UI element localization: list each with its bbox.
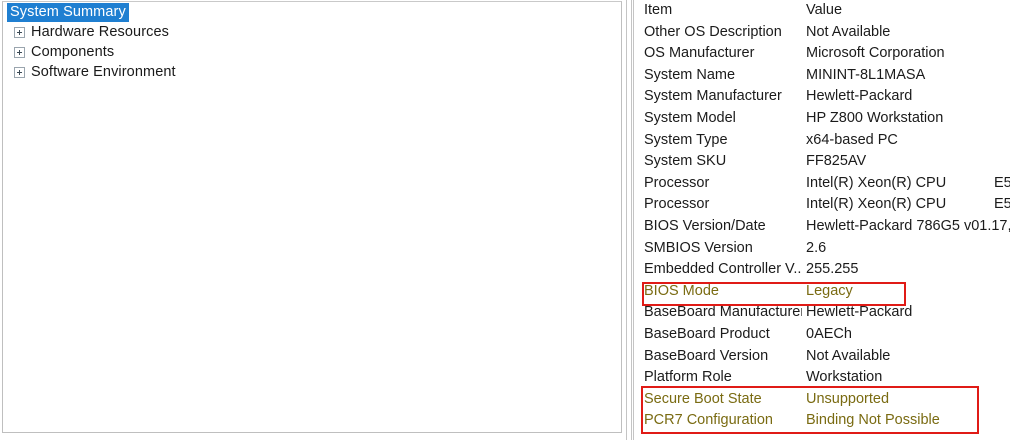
table-row[interactable]: OS Manufacturer Microsoft Corporation xyxy=(638,43,1010,65)
table-row[interactable]: BIOS Version/Date Hewlett-Packard 786G5 … xyxy=(638,216,1010,238)
row-item: Processor xyxy=(644,196,710,213)
tree-item-system-summary[interactable]: System Summary xyxy=(3,2,621,22)
table-row[interactable]: System Name MININT-8L1MASA xyxy=(638,65,1010,87)
tree-item-components[interactable]: Components xyxy=(3,42,621,62)
plus-box-icon[interactable] xyxy=(14,66,25,78)
table-row[interactable]: SMBIOS Version 2.6 xyxy=(638,238,1010,260)
tree-item-software-environment[interactable]: Software Environment xyxy=(3,62,621,82)
tree-item-hardware-resources[interactable]: Hardware Resources xyxy=(3,22,621,42)
row-value: Binding Not Possible xyxy=(806,412,940,429)
tree-item-label: Components xyxy=(31,44,115,60)
row-item: SMBIOS Version xyxy=(644,239,753,256)
table-row[interactable]: System Manufacturer Hewlett-Packard xyxy=(638,86,1010,108)
table-row[interactable]: BaseBoard Product 0AECh xyxy=(638,324,1010,346)
list-header-row: Item Value xyxy=(638,0,1010,22)
row-value: MININT-8L1MASA xyxy=(806,66,926,83)
row-item: BaseBoard Product xyxy=(644,325,770,342)
table-row[interactable]: System SKU FF825AV xyxy=(638,151,1010,173)
row-item: Processor xyxy=(644,174,710,191)
table-row-secure-boot-state[interactable]: Secure Boot State Unsupported xyxy=(638,389,1010,411)
row-value: Workstation xyxy=(806,369,883,386)
row-value: Hewlett-Packard xyxy=(806,88,913,105)
pane-splitter[interactable] xyxy=(626,0,638,440)
row-value-model: E5506 xyxy=(994,196,1010,213)
table-row[interactable]: System Type x64-based PC xyxy=(638,130,1010,152)
row-value: Legacy xyxy=(806,282,853,299)
splitter-line xyxy=(633,0,634,440)
plus-box-icon[interactable] xyxy=(14,46,25,58)
navigation-tree-pane[interactable]: System Summary Hardware Resources Compon… xyxy=(2,1,622,433)
table-row[interactable]: Processor Intel(R) Xeon(R) CPU E5506 xyxy=(638,194,1010,216)
row-item: Platform Role xyxy=(644,369,732,386)
system-summary-detail-list[interactable]: Item Value Other OS Description Not Avai… xyxy=(638,0,1010,440)
table-row[interactable]: System Model HP Z800 Workstation xyxy=(638,108,1010,130)
row-value: Not Available xyxy=(806,347,891,364)
tree-item-label: Hardware Resources xyxy=(31,24,169,40)
row-item: System Model xyxy=(644,109,736,126)
table-row[interactable]: Embedded Controller V... 255.255 xyxy=(638,259,1010,281)
row-value-model: E5506 xyxy=(994,174,1010,191)
row-value: Microsoft Corporation xyxy=(806,45,945,62)
row-item: PCR7 Configuration xyxy=(644,412,773,429)
row-item: System SKU xyxy=(644,153,727,170)
row-value: Hewlett-Packard 786G5 v01.17, 8/ xyxy=(806,217,1010,234)
row-value: x64-based PC xyxy=(806,131,898,148)
column-header-value: Value xyxy=(806,2,843,18)
row-item: BIOS Version/Date xyxy=(644,217,766,234)
table-row[interactable]: BaseBoard Version Not Available xyxy=(638,346,1010,368)
row-value: 255.255 xyxy=(806,261,859,278)
table-row[interactable]: Platform Role Workstation xyxy=(638,367,1010,389)
row-item: BaseBoard Manufacturer xyxy=(644,304,802,321)
row-value: Hewlett-Packard xyxy=(806,304,913,321)
table-row[interactable]: Other OS Description Not Available xyxy=(638,22,1010,44)
row-value: 0AECh xyxy=(806,325,852,342)
row-value: Intel(R) Xeon(R) CPU E5506 xyxy=(802,173,1010,195)
splitter-line xyxy=(631,0,632,440)
row-item: Other OS Description xyxy=(644,23,782,40)
table-row[interactable]: BaseBoard Manufacturer Hewlett-Packard xyxy=(638,302,1010,324)
row-value: Not Available xyxy=(806,23,891,40)
row-value: Intel(R) Xeon(R) CPU E5506 xyxy=(802,194,1010,216)
row-item: BaseBoard Version xyxy=(644,347,769,364)
table-row[interactable]: Processor Intel(R) Xeon(R) CPU E5506 xyxy=(638,173,1010,195)
row-item: OS Manufacturer xyxy=(644,45,755,62)
row-value: 2.6 xyxy=(806,239,827,256)
row-item: System Manufacturer xyxy=(644,88,782,105)
row-item: Secure Boot State xyxy=(644,390,762,407)
row-value-main: Intel(R) Xeon(R) CPU xyxy=(806,196,947,213)
splitter-line xyxy=(626,0,627,440)
plus-box-icon[interactable] xyxy=(14,26,25,38)
row-value-main: Intel(R) Xeon(R) CPU xyxy=(806,174,947,191)
row-value: Unsupported xyxy=(806,390,890,407)
table-row-pcr7-configuration[interactable]: PCR7 Configuration Binding Not Possible xyxy=(638,410,1010,432)
row-item: System Name xyxy=(644,66,736,83)
row-value: FF825AV xyxy=(806,153,867,170)
row-value: HP Z800 Workstation xyxy=(806,109,944,126)
tree-item-label: Software Environment xyxy=(31,64,176,80)
row-item: BIOS Mode xyxy=(644,282,719,299)
column-header-item: Item xyxy=(644,2,673,18)
row-item: System Type xyxy=(644,131,728,148)
table-row-bios-mode[interactable]: BIOS Mode Legacy xyxy=(638,281,1010,303)
tree-item-label: System Summary xyxy=(7,2,129,22)
row-item: Embedded Controller V... xyxy=(644,261,802,278)
